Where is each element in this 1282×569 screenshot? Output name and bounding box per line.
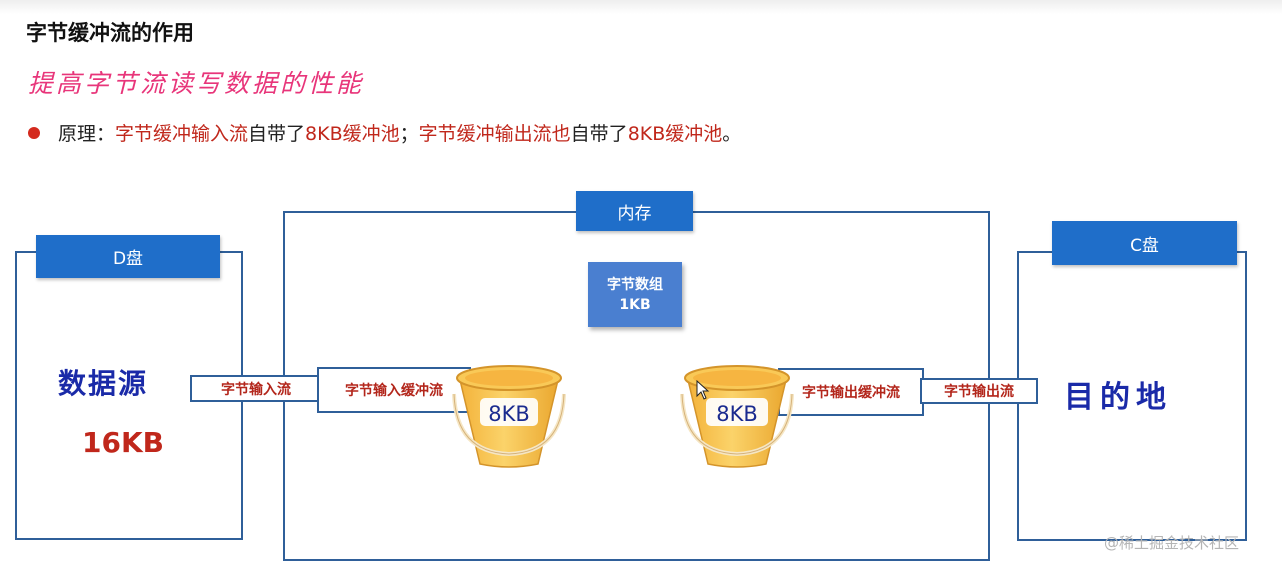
principle-pool-2: 8KB缓冲池 xyxy=(627,123,723,145)
bucket-left-label: 8KB xyxy=(488,402,530,426)
source-size: 16KB xyxy=(82,426,165,459)
watermark: @稀土掘金技术社区 xyxy=(1104,534,1240,552)
principle-output-buffer: 字节缓冲输出流也 xyxy=(418,123,571,145)
principle-line: 原理：字节缓冲输入流自带了8KB缓冲池；字节缓冲输出流也自带了8KB缓冲池。 xyxy=(28,119,741,146)
principle-label: 原理： xyxy=(58,123,116,145)
input-buffer-bucket: 8KB xyxy=(452,365,566,468)
output-buffer-bucket: 8KB xyxy=(680,365,794,468)
mouse-cursor-icon xyxy=(696,380,710,400)
source-label: 数据源 xyxy=(58,367,149,400)
output-buffer-stream-label: 字节输出缓冲流 xyxy=(778,368,924,416)
bucket-right-label: 8KB xyxy=(716,402,758,426)
input-stream-label: 字节输入流 xyxy=(190,375,322,402)
principle-sep: ； xyxy=(399,123,419,145)
top-bar xyxy=(0,0,1282,14)
c-drive-frame xyxy=(1017,251,1247,541)
byte-array-size: 1KB xyxy=(619,296,651,313)
principle-end: 。 xyxy=(722,123,742,145)
principle-text-2: 自带了 xyxy=(570,123,628,145)
page-subtitle: 提高字节流读写数据的性能 xyxy=(28,69,365,98)
byte-array-label: 字节数组 xyxy=(607,276,663,293)
byte-array-box: 字节数组 1KB xyxy=(588,262,682,327)
destination-label: 目的地 xyxy=(1064,380,1172,415)
d-drive-header: D盘 xyxy=(36,235,220,278)
principle-input-buffer: 字节缓冲输入流 xyxy=(115,123,249,145)
bullet-icon xyxy=(28,127,40,139)
principle-text-1: 自带了 xyxy=(248,123,306,145)
output-stream-label: 字节输出流 xyxy=(920,378,1038,404)
c-drive-header: C盘 xyxy=(1052,221,1237,265)
principle-pool-1: 8KB缓冲池 xyxy=(305,123,400,145)
memory-header: 内存 xyxy=(576,191,693,231)
page-title: 字节缓冲流的作用 xyxy=(26,21,194,45)
